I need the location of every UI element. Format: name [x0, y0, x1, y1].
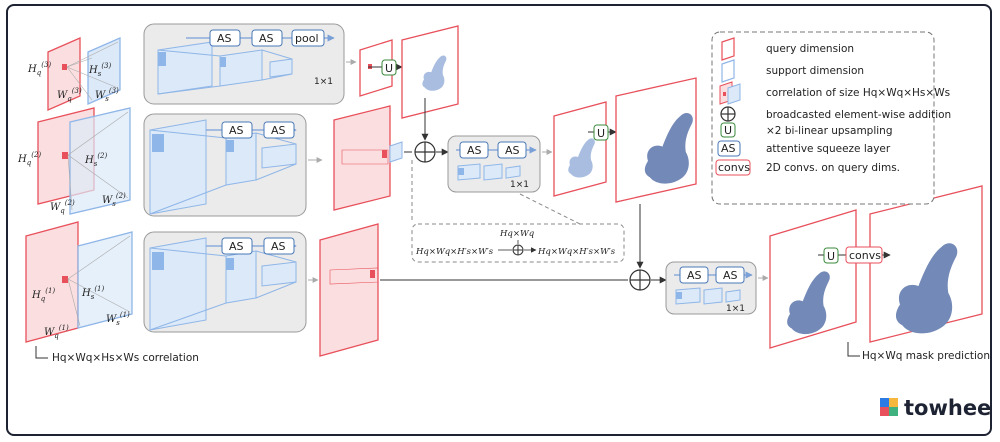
detail-top-formula: Hq×Wq — [499, 229, 535, 239]
legend-support-label: support dimension — [766, 65, 864, 77]
level2-mask-large — [615, 77, 697, 203]
correlation-caption: Hq×Wq×Hs×Ws correlation — [52, 352, 199, 364]
correlation-level-1 — [25, 221, 133, 343]
legend-upsample-symbol: U — [724, 124, 732, 137]
as-mixer-1b: AS — [505, 144, 520, 157]
encoder-panel-3 — [143, 23, 345, 105]
as-layer-2b: AS — [271, 124, 286, 137]
as-layer-3a: AS — [217, 32, 232, 45]
as-mixer-2a: AS — [687, 269, 702, 282]
legend-addition-label: broadcasted element-wise addition — [766, 109, 951, 121]
add-node-1 — [414, 141, 436, 163]
legend-convs-label: 2D convs. on query dims. — [766, 162, 900, 174]
one-by-one-3: 1×1 — [314, 77, 333, 87]
upsample-top-label: U — [385, 62, 393, 75]
legend-as-symbol: AS — [721, 142, 736, 155]
pool-layer: pool — [295, 32, 319, 45]
detail-left-formula: Hq×Wq×H′s×W′s — [415, 247, 494, 257]
encoder-panel-1 — [143, 231, 307, 333]
legend-upsampling-label: ×2 bi-linear upsampling — [766, 125, 893, 137]
convs-label: convs — [849, 249, 881, 262]
upsample-block-mid — [588, 124, 617, 141]
add-node-2 — [629, 269, 651, 291]
upsample-mid-label: U — [597, 127, 605, 140]
legend-convs-symbol: convs — [718, 161, 750, 174]
one-by-one-mixer-1: 1×1 — [510, 180, 529, 190]
legend-query-label: query dimension — [766, 43, 854, 55]
as-layer-3b: AS — [259, 32, 274, 45]
convs-block — [845, 246, 891, 264]
as-layer-1b: AS — [271, 240, 286, 253]
correlation-level-2 — [37, 107, 131, 215]
legend-as-label: attentive squeeze layer — [766, 143, 891, 155]
correlation-level-3 — [47, 37, 121, 111]
level2-mask-small — [553, 101, 607, 197]
legend-correlation-label: correlation of size Hq×Wq×Hs×Ws — [766, 87, 950, 99]
level1-mask-small — [769, 209, 857, 349]
final-mask — [869, 185, 983, 343]
as-mixer-1a: AS — [467, 144, 482, 157]
as-layer-1a: AS — [229, 240, 244, 253]
level2-query-output — [333, 105, 403, 211]
mask-prediction-caption: Hq×Wq mask prediction — [862, 350, 990, 362]
as-layer-2a: AS — [229, 124, 244, 137]
legend-box — [711, 31, 935, 205]
upsample-block-top — [368, 59, 403, 76]
encoder-panel-2 — [143, 113, 307, 217]
mixer-panel-2 — [665, 261, 757, 315]
as-mixer-2b: AS — [723, 269, 738, 282]
level3-mask — [401, 25, 459, 119]
brand-name: towhee — [904, 396, 991, 420]
detail-right-formula: Hq×Wq×H′s×W′s — [537, 247, 616, 257]
level1-query-output — [319, 223, 379, 357]
mixer-panel-1 — [447, 135, 541, 193]
one-by-one-mixer-2: 1×1 — [726, 304, 745, 314]
upsample-bottom-label: U — [827, 250, 835, 263]
addition-detail-box — [411, 223, 625, 263]
upsample-block-bottom — [818, 247, 846, 264]
towhee-logo-icon — [880, 398, 898, 416]
